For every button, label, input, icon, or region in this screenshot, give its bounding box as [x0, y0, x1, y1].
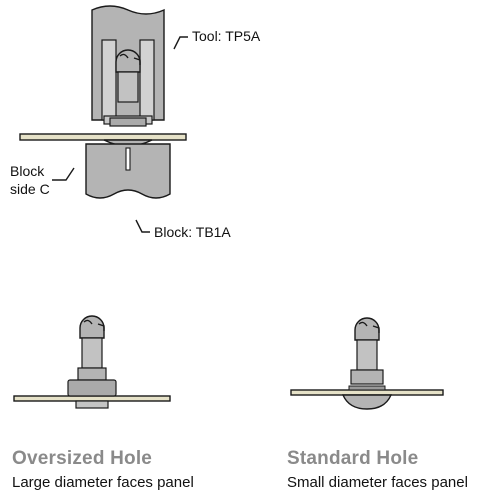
caption-standard-subtitle: Small diameter faces panel — [287, 474, 468, 491]
label-block: Block: TB1A — [154, 224, 231, 240]
fastener-in-tool — [109, 49, 147, 127]
block-tb1a — [85, 139, 171, 199]
label-block-side: Block side C — [10, 163, 50, 197]
label-tool: Tool: TP5A — [192, 28, 261, 44]
fastener-oversized — [13, 315, 171, 409]
panel-top — [19, 133, 187, 141]
leader-block-side — [52, 167, 75, 181]
fastener-standard — [290, 317, 444, 410]
caption-standard-title: Standard Hole — [287, 448, 419, 469]
caption-oversized-title: Oversized Hole — [12, 448, 153, 469]
caption-oversized-subtitle: Large diameter faces panel — [12, 474, 194, 491]
leader-tool — [173, 36, 188, 50]
leader-block — [135, 219, 150, 233]
